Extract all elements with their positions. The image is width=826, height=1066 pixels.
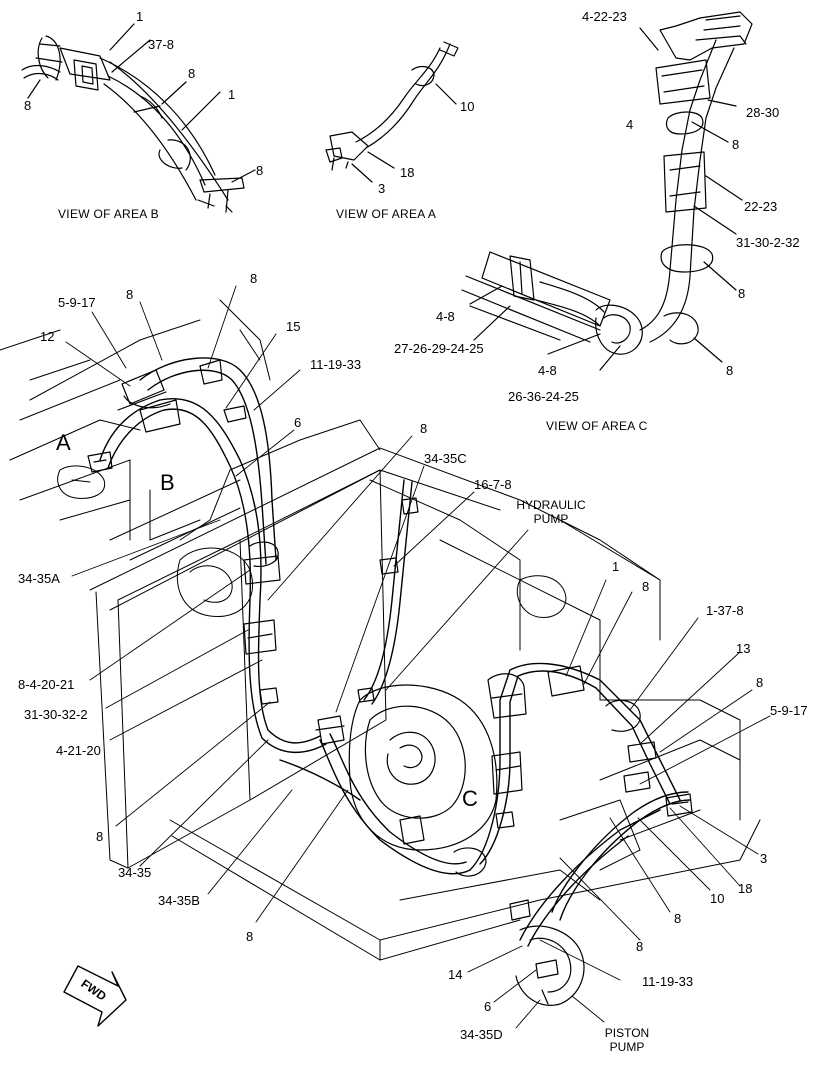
callout-m-34-35d: 34-35D (460, 1027, 503, 1042)
callout-m-8e: 8 (756, 675, 764, 690)
callout-m-34-35b: 34-35B (158, 893, 200, 908)
hydraulic-pump-label: HYDRAULIC PUMP (516, 498, 586, 526)
callout-c-4: 4 (626, 117, 634, 132)
callout-m-8f: 8 (96, 829, 104, 844)
callout-m-14: 14 (448, 967, 463, 982)
view-area-c (461, 11, 753, 371)
callout-m-8d: 8 (642, 579, 650, 594)
callout-c-4-22-23: 4-22-23 (582, 9, 627, 24)
callout-b-8b: 8 (24, 98, 32, 113)
callout-m-34-35a: 34-35A (18, 571, 60, 586)
callout-m-5-9-17: 5-9-17 (58, 295, 96, 310)
callout-m-3: 3 (760, 851, 768, 866)
area-label-b: B (160, 470, 175, 495)
hose-lines (99, 357, 691, 947)
callout-c-8a: 8 (732, 137, 740, 152)
callout-m-12: 12 (40, 329, 55, 344)
callout-m-11-19-33: 11-19-33 (310, 357, 362, 372)
view-area-c-title: VIEW OF AREA C (546, 419, 648, 433)
callout-m-8a: 8 (250, 271, 258, 286)
area-label-a: A (56, 430, 71, 455)
callout-c-8c: 8 (726, 363, 734, 378)
area-label-c: C (462, 786, 478, 811)
view-area-a (325, 41, 459, 183)
callout-m-8c: 8 (420, 421, 428, 436)
callout-m-11-19-33b: 11-19-33 (642, 974, 694, 989)
callout-b-8c: 8 (256, 163, 264, 178)
callout-m-16-7-8: 16-7-8 (474, 477, 512, 492)
piston-pump-label: PISTON PUMP (604, 1026, 650, 1054)
callout-c-8b: 8 (738, 286, 746, 301)
view-area-a-title: VIEW OF AREA A (336, 207, 437, 221)
callout-c-27-26-29-24-25: 27-26-29-24-25 (394, 341, 484, 356)
callout-m-8g: 8 (674, 911, 682, 926)
view-area-b (21, 23, 256, 213)
callout-m-15: 15 (286, 319, 301, 334)
callout-m-13: 13 (736, 641, 751, 656)
callout-m-8-4-20-21: 8-4-20-21 (18, 677, 75, 692)
callout-m-34-35: 34-35 (118, 865, 152, 880)
callout-c-22-23: 22-23 (744, 199, 778, 214)
callout-c-4-8a: 4-8 (436, 309, 455, 324)
callout-m-31-30-32-2: 31-30-32-2 (24, 707, 88, 722)
callout-m-4-21-20: 4-21-20 (56, 743, 101, 758)
callout-m-6: 6 (294, 415, 302, 430)
callout-m-6b: 6 (484, 999, 492, 1014)
callout-c-28-30: 28-30 (746, 105, 780, 120)
callout-c-26-36-24-25: 26-36-24-25 (508, 389, 579, 404)
callout-m-8h: 8 (636, 939, 644, 954)
callout-b-8a: 8 (188, 66, 196, 81)
callout-b-37-8: 37-8 (148, 37, 175, 52)
callout-m-5-9-17b: 5-9-17 (770, 703, 808, 718)
callout-m-18: 18 (738, 881, 753, 896)
hose-clamps (87, 359, 693, 1006)
callout-b-1b: 1 (228, 87, 236, 102)
leader-lines (65, 285, 771, 1029)
forward-arrow-icon (63, 965, 127, 1027)
callout-a-3: 3 (378, 181, 386, 196)
callout-m-8b: 8 (126, 287, 134, 302)
callout-m-10: 10 (710, 891, 725, 906)
callout-a-18: 18 (400, 165, 415, 180)
callout-b-1a: 1 (136, 9, 144, 24)
callout-m-34-35c: 34-35C (424, 451, 467, 466)
hydraulic-pump-housing (348, 684, 498, 851)
view-area-b-title: VIEW OF AREA B (58, 207, 159, 221)
callout-m-8i: 8 (246, 929, 254, 944)
callout-c-31-30-2-32: 31-30-2-32 (736, 235, 800, 250)
machine-frame (0, 299, 761, 961)
callout-a-10: 10 (460, 99, 475, 114)
callout-c-4-8b: 4-8 (538, 363, 557, 378)
callout-m-1: 1 (612, 559, 620, 574)
callout-m-1-37-8: 1-37-8 (706, 603, 744, 618)
